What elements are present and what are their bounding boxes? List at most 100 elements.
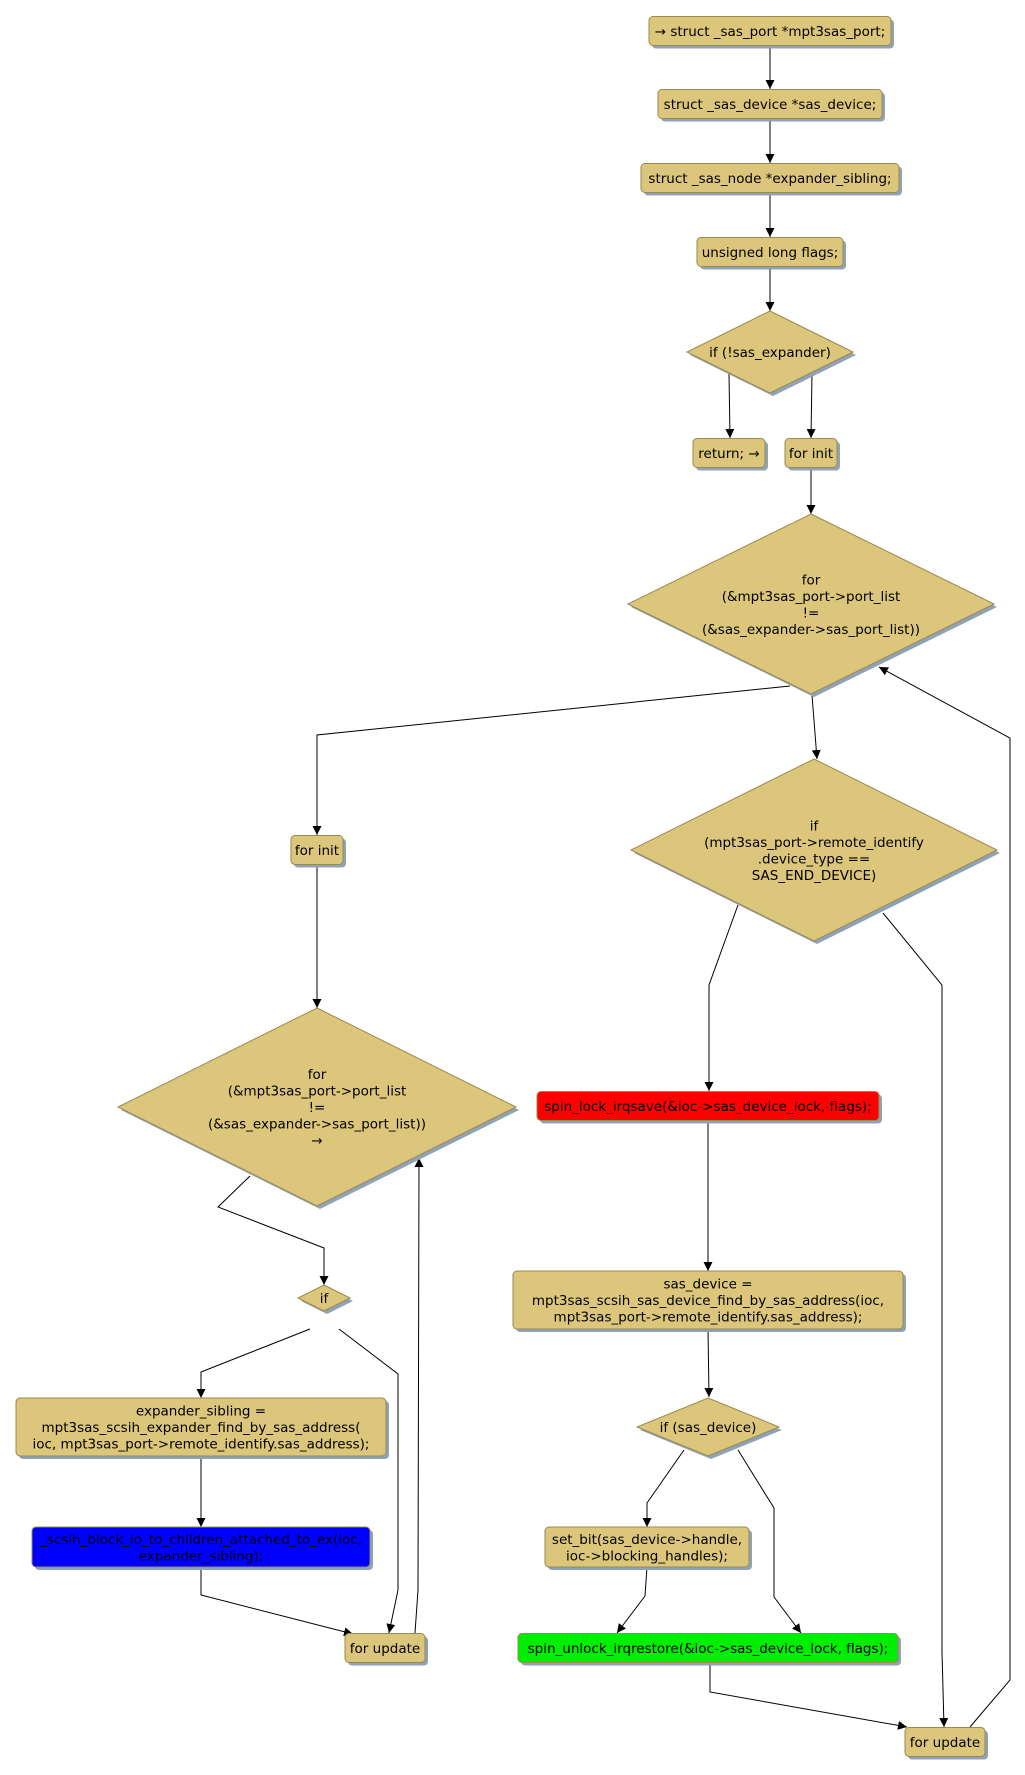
node-inner-for-update-box xyxy=(344,1633,426,1663)
node-inner-for-init: for init xyxy=(290,835,346,868)
decision-if-end-device-label: if(mpt3sas_port->remote_identify.device_… xyxy=(704,818,924,884)
node-block-io-label: _scsih_block_io_to_children_attached_to_… xyxy=(39,1532,362,1565)
node-declare-port-label-line: → struct _sas_port *mpt3sas_port; xyxy=(655,24,886,40)
decision-outer-for-loop-label-line: (&sas_expander->sas_port_list)) xyxy=(702,622,920,638)
decision-if-end-device-label-line: (mpt3sas_port->remote_identify xyxy=(704,835,924,851)
node-declare-sas-device-label: struct _sas_device *sas_device; xyxy=(664,97,877,113)
node-declare-flags-box xyxy=(696,237,844,267)
edge-sas-device-to-if-sas-device xyxy=(704,1328,714,1398)
node-outer-for-update-label-line: for update xyxy=(910,1735,980,1751)
node-expander-sibling-assign-label: expander_sibling =mpt3sas_scsih_expander… xyxy=(33,1404,370,1453)
node-sas-device-assign: sas_device =mpt3sas_scsih_sas_device_fin… xyxy=(512,1270,906,1332)
node-spin-unlock-label-line: spin_unlock_irqrestore(&ioc->sas_device_… xyxy=(528,1641,889,1657)
node-declare-port-label: → struct _sas_port *mpt3sas_port; xyxy=(655,24,886,40)
decision-inner-for-loop-label-line: != xyxy=(309,1100,326,1116)
node-declare-sas-device-label-line: struct _sas_device *sas_device; xyxy=(664,97,877,113)
node-inner-for-init-box xyxy=(290,835,344,865)
node-declare-port: → struct _sas_port *mpt3sas_port; xyxy=(648,16,894,49)
node-sas-device-assign-label: sas_device =mpt3sas_scsih_sas_device_fin… xyxy=(532,1277,884,1326)
decision-inner-for-loop-label-line: (&mpt3sas_port->port_list xyxy=(228,1084,407,1100)
decision-inner-if-label-line: if xyxy=(320,1291,330,1307)
edge-if-expander-to-for-init xyxy=(806,373,816,439)
node-block-io-label-line: _scsih_block_io_to_children_attached_to_… xyxy=(39,1532,362,1548)
node-set-bit-label: set_bit(sas_device->handle,ioc->blocking… xyxy=(552,1532,742,1565)
decision-outer-for-loop-label: for(&mpt3sas_port->port_list!=(&sas_expa… xyxy=(702,572,920,638)
decision-if-not-sas-expander-label: if (!sas_expander) xyxy=(709,345,831,361)
node-outer-for-init-label: for init xyxy=(789,446,833,462)
node-sas-device-assign-label-line: mpt3sas_scsih_sas_device_find_by_sas_add… xyxy=(532,1293,884,1309)
node-return-label-line: return; → xyxy=(698,446,759,462)
edge-if-end-device-to-spin-lock xyxy=(704,904,739,1091)
node-return-box xyxy=(692,438,766,468)
node-declare-flags-label-line: unsigned long flags; xyxy=(702,245,839,261)
edge-inner-for-to-inner-if xyxy=(217,1175,329,1285)
decision-if-end-device-label-line: .device_type == xyxy=(758,851,870,867)
decision-if-sas-device-label: if (sas_device) xyxy=(660,1420,757,1436)
edge-if-end-device-to-outer-update xyxy=(882,912,949,1728)
node-outer-for-init-box xyxy=(784,438,838,468)
edge-spin-unlock-to-outer-update xyxy=(709,1663,908,1730)
edge-if-sas-device-to-set-bit xyxy=(642,1449,685,1527)
decision-if-not-sas-expander-shape xyxy=(685,310,855,394)
decision-outer-for-loop-label-line: for xyxy=(802,572,821,588)
decision-if-end-device-label-line: SAS_END_DEVICE) xyxy=(752,868,877,884)
edge-set-bit-to-spin-unlock xyxy=(616,1566,648,1634)
decision-inner-for-loop-label: for(&mpt3sas_port->port_list!=(&sas_expa… xyxy=(208,1067,426,1149)
decision-inner-for-loop-label-line: (&sas_expander->sas_port_list)) xyxy=(208,1117,426,1133)
edge-if-sas-device-to-spin-unlock xyxy=(737,1449,802,1634)
node-block-io-box xyxy=(31,1526,371,1568)
decision-if-sas-device-label-line: if (sas_device) xyxy=(660,1420,757,1436)
node-declare-expander-sibling-box xyxy=(640,163,900,193)
decision-if-not-sas-expander: if (!sas_expander) xyxy=(685,310,856,396)
node-declare-expander-sibling: struct _sas_node *expander_sibling; xyxy=(640,163,902,196)
node-outer-for-update-label: for update xyxy=(910,1735,980,1751)
decision-inner-if-shape xyxy=(296,1284,352,1312)
node-expander-sibling-assign-box xyxy=(15,1397,387,1457)
node-inner-for-update-label: for update xyxy=(350,1641,420,1657)
edges-layer xyxy=(196,46,1011,1730)
node-inner-for-init-label: for init xyxy=(295,843,339,859)
node-spin-lock-label: spin_lock_irqsave(&ioc->sas_device_lock,… xyxy=(544,1099,872,1115)
decision-if-end-device-label-line: if xyxy=(810,818,820,834)
node-sas-device-assign-label-line: mpt3sas_port->remote_identify.sas_addres… xyxy=(554,1310,863,1326)
node-declare-sas-device-box xyxy=(657,89,883,119)
node-spin-lock-label-line: spin_lock_irqsave(&ioc->sas_device_lock,… xyxy=(544,1099,872,1115)
node-spin-unlock: spin_unlock_irqrestore(&ioc->sas_device_… xyxy=(517,1633,901,1666)
node-spin-unlock-label: spin_unlock_irqrestore(&ioc->sas_device_… xyxy=(528,1641,889,1657)
nodes-layer: → struct _sas_port *mpt3sas_port;struct … xyxy=(15,16,1000,1760)
edge-outer-update-to-outer-for xyxy=(878,666,1011,1728)
node-declare-expander-sibling-label-line: struct _sas_node *expander_sibling; xyxy=(648,171,891,187)
node-outer-for-init-label-line: for init xyxy=(789,446,833,462)
node-outer-for-update: for update xyxy=(904,1727,988,1760)
decision-inner-for-loop-label-line: for xyxy=(308,1067,327,1083)
decision-outer-for-loop-label-line: != xyxy=(803,605,820,621)
decision-inner-if: if xyxy=(296,1284,353,1314)
edge-for-update-to-inner-for xyxy=(414,1157,424,1634)
node-spin-unlock-box xyxy=(517,1633,899,1663)
node-set-bit: set_bit(sas_device->handle,ioc->blocking… xyxy=(544,1526,752,1570)
edge-inner-if-to-for-update xyxy=(338,1328,399,1634)
decision-inner-for-loop-shape xyxy=(116,1007,518,1207)
node-block-io-label-line: expander_sibling); xyxy=(139,1548,263,1564)
node-expander-sibling-assign-label-line: mpt3sas_scsih_expander_find_by_sas_addre… xyxy=(42,1420,361,1436)
node-set-bit-label-line: ioc->blocking_handles); xyxy=(566,1548,728,1564)
node-outer-for-init: for init xyxy=(784,438,840,471)
node-expander-sibling-assign-label-line: ioc, mpt3sas_port->remote_identify.sas_a… xyxy=(33,1437,370,1453)
node-declare-flags: unsigned long flags; xyxy=(696,237,846,270)
node-sas-device-assign-box xyxy=(512,1270,904,1330)
decision-inner-for-loop-label-line: → xyxy=(311,1133,322,1149)
node-inner-for-update: for update xyxy=(344,1633,428,1666)
node-spin-lock: spin_lock_irqsave(&ioc->sas_device_lock,… xyxy=(536,1091,882,1124)
edge-inner-if-to-expander-sibling xyxy=(196,1328,311,1398)
node-sas-device-assign-label-line: sas_device = xyxy=(663,1277,752,1293)
node-return-label: return; → xyxy=(698,446,759,462)
decision-if-not-sas-expander-label-line: if (!sas_expander) xyxy=(709,345,831,361)
node-outer-for-update-box xyxy=(904,1727,986,1757)
node-declare-flags-label: unsigned long flags; xyxy=(702,245,839,261)
node-return: return; → xyxy=(692,438,768,471)
node-declare-sas-device: struct _sas_device *sas_device; xyxy=(657,89,885,122)
edge-if-expander-to-return xyxy=(725,373,735,439)
decision-if-end-device-shape xyxy=(629,758,999,942)
node-inner-for-init-label-line: for init xyxy=(295,843,339,859)
